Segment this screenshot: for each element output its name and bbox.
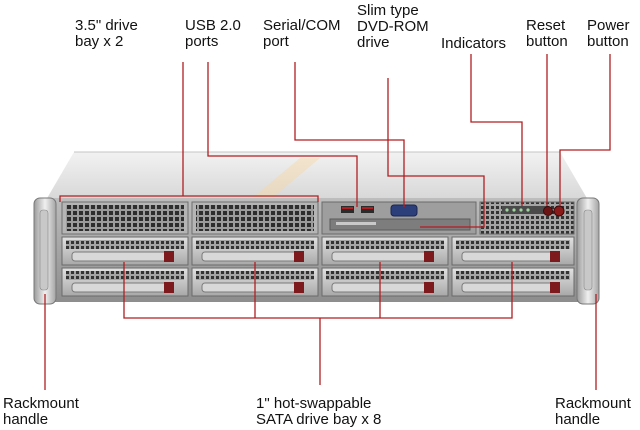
sata-tray <box>191 236 319 266</box>
callout-lines <box>44 54 611 390</box>
label-reset-button: Reset button <box>526 17 568 50</box>
drive-bay-35-right <box>191 201 319 235</box>
sata-tray <box>321 236 449 266</box>
callout-usb <box>207 62 358 207</box>
label-indicators: Indicators <box>441 35 507 52</box>
sata-tray <box>451 236 575 266</box>
callout-dvd <box>387 78 485 228</box>
indicator-led-2 <box>512 208 516 212</box>
sata-tray <box>321 267 449 297</box>
label-dvd-drive: Slim type DVD-ROM drive <box>357 2 429 51</box>
label-rackmount-left: Rackmount handle <box>3 395 79 428</box>
label-serial-port: Serial/COM port <box>263 17 341 50</box>
label-power-button: Power button <box>587 17 630 50</box>
indicator-led-1 <box>505 208 509 212</box>
rackmount-handle-right <box>576 197 600 305</box>
indicator-led-4 <box>526 208 530 212</box>
control-panel <box>479 201 575 235</box>
reset-button-graphic <box>543 206 553 216</box>
usb-port-2 <box>361 206 374 213</box>
chassis-top <box>46 152 588 200</box>
label-rackmount-right: Rackmount handle <box>555 395 631 428</box>
usb-port-1 <box>341 206 354 213</box>
sata-tray <box>451 267 575 297</box>
callout-serial <box>294 62 405 207</box>
label-usb-ports: USB 2.0 ports <box>185 17 241 50</box>
io-module <box>321 201 477 235</box>
drive-bay-35-left <box>61 201 189 235</box>
label-drive-bay-35: 3.5" drive bay x 2 <box>75 17 138 50</box>
label-sata-bays: 1" hot-swappable SATA drive bay x 8 <box>256 395 382 428</box>
callout-sata <box>123 262 513 385</box>
callout-drive-bay-35 <box>59 62 319 202</box>
sata-tray <box>61 267 189 297</box>
dvd-drive <box>329 218 471 231</box>
power-button-graphic <box>553 205 565 217</box>
indicator-led-3 <box>519 208 523 212</box>
callout-power <box>559 54 611 206</box>
sata-bay-grid <box>61 236 575 297</box>
rackmount-handle-left <box>33 197 57 305</box>
callout-indicators <box>470 54 523 206</box>
sata-tray <box>61 236 189 266</box>
